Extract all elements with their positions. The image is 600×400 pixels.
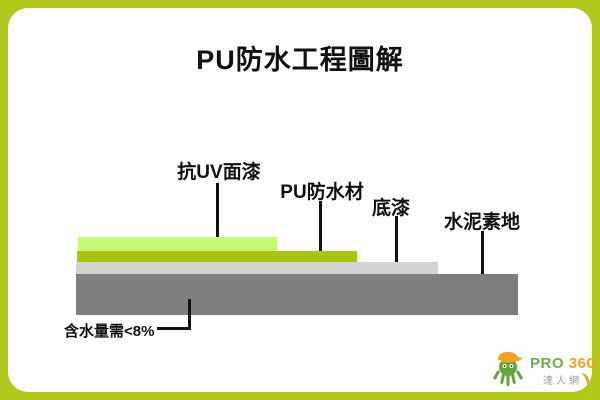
leader-line-uv-topcoat <box>216 183 219 244</box>
label-cement-substrate: 水泥素地 <box>443 212 521 233</box>
layer-bar-cement-substrate <box>76 274 518 315</box>
leader-line-primer <box>395 216 398 270</box>
page-title: PU防水工程圖解 <box>196 45 404 75</box>
logo-brand-360: 360 <box>568 355 596 372</box>
moisture-annotation-line-horizontal <box>157 327 191 330</box>
layer-bar-pu-waterproofing <box>77 251 357 262</box>
pro360-logo: PRO 360 達人網 <box>492 348 595 392</box>
logo-brand-text: PRO 360 <box>530 355 595 372</box>
moisture-annotation-line-vertical <box>188 299 191 330</box>
logo-brand-pro: PRO <box>530 355 565 372</box>
logo-subtitle: 達人網 <box>543 376 582 387</box>
leader-line-pu-waterproofing <box>319 201 322 257</box>
octopus-mascot-icon <box>493 352 523 386</box>
label-pu-waterproofing: PU防水材 <box>280 182 364 203</box>
poster-canvas: PU防水工程圖解 抗UV面漆 PU防水材 底漆 水泥素地 含水量需<8% <box>8 8 595 392</box>
layer-bar-primer <box>76 262 438 274</box>
label-primer: 底漆 <box>371 198 411 219</box>
moisture-annotation: 含水量需<8% <box>64 323 155 340</box>
layer-bar-uv-topcoat <box>78 237 277 251</box>
label-uv-topcoat: 抗UV面漆 <box>177 162 261 183</box>
leader-line-cement-substrate <box>481 231 484 288</box>
